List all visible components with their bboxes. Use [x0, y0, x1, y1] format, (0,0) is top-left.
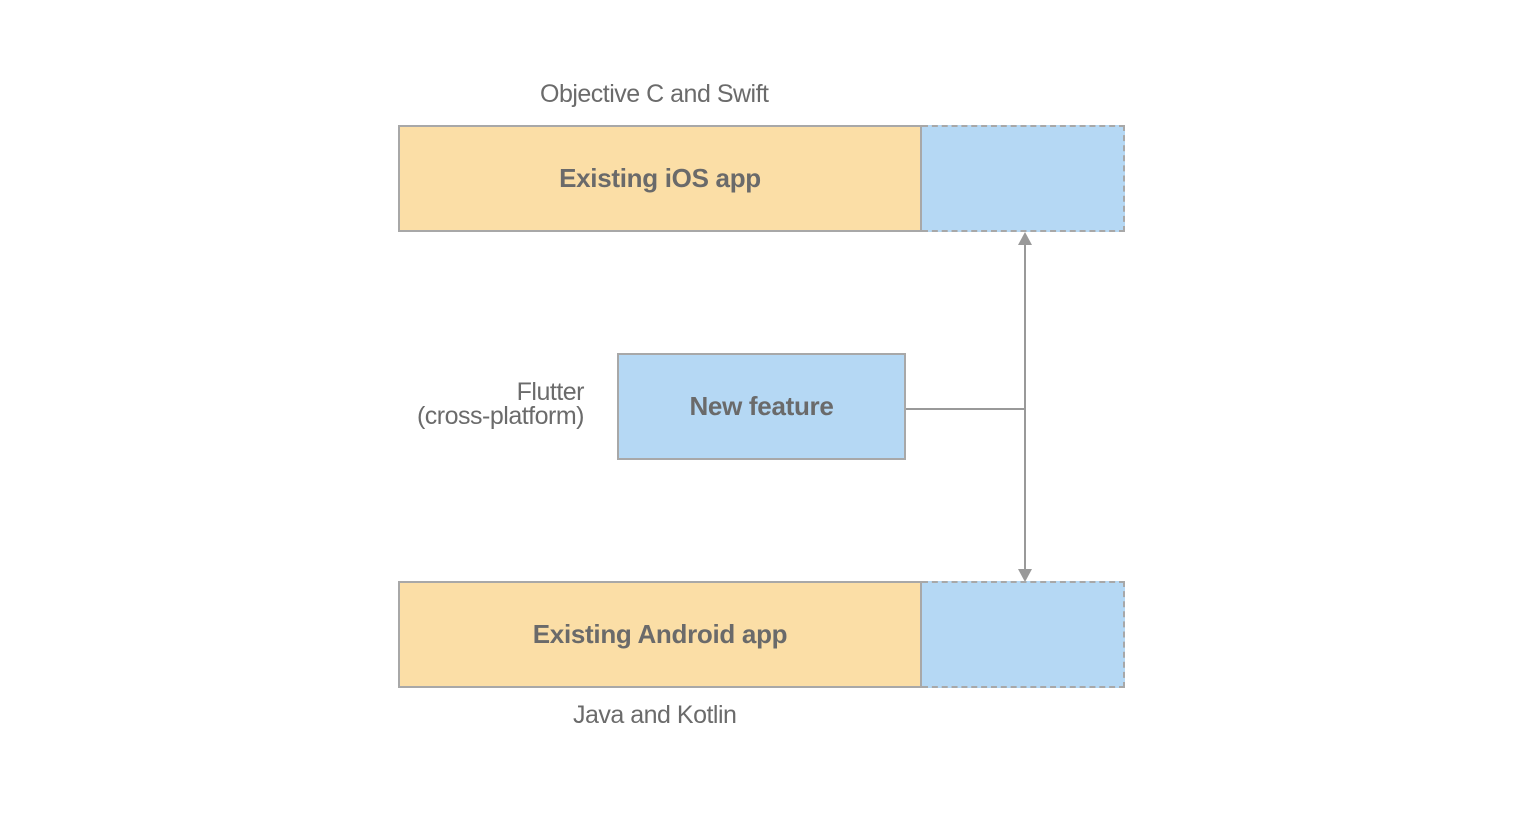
existing-android-app-label: Existing Android app — [532, 619, 788, 649]
new-feature-box: New feature — [617, 353, 906, 460]
existing-ios-app-box: Existing iOS app — [398, 125, 922, 232]
android-flutter-module-slot — [922, 581, 1125, 688]
flutter-label: Flutter (cross-platform) — [380, 378, 585, 430]
android-language-label: Java and Kotlin — [573, 701, 737, 729]
flutter-label-line1: Flutter — [516, 378, 585, 406]
existing-ios-app-label: Existing iOS app — [559, 163, 761, 193]
existing-android-app-box: Existing Android app — [398, 581, 922, 688]
flutter-label-line2: (cross-platform) — [416, 402, 585, 430]
arrow-up-icon — [1018, 232, 1032, 245]
new-feature-label: New feature — [689, 391, 834, 421]
arrow-down-icon — [1018, 569, 1032, 582]
ios-language-label: Objective C and Swift — [540, 80, 769, 108]
ios-flutter-module-slot — [922, 125, 1125, 232]
